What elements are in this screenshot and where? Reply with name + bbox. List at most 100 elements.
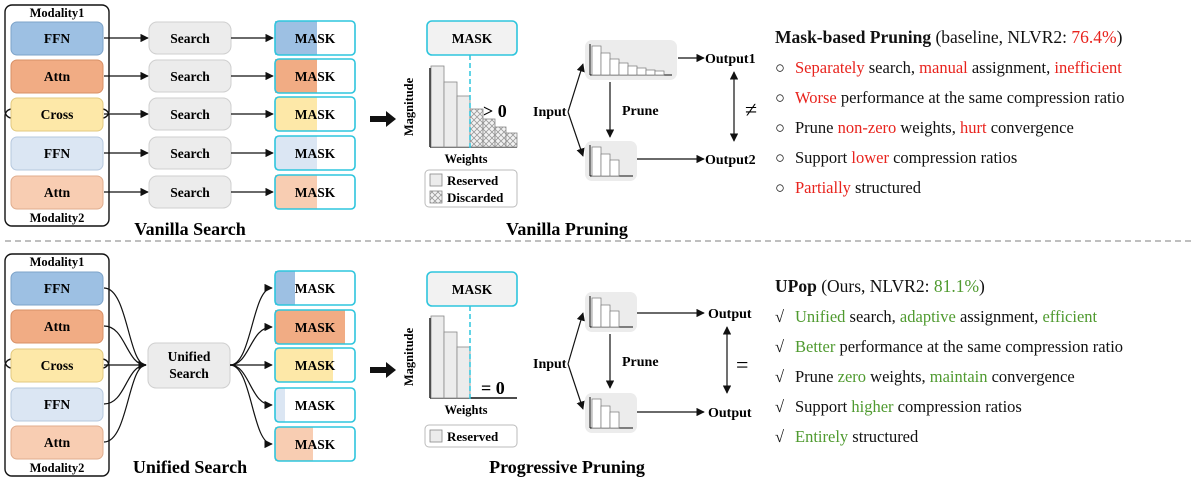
output2-chart [585, 393, 637, 433]
svg-text:Unified: Unified [168, 349, 211, 364]
magnitude-histogram [429, 55, 518, 150]
output1-chart [585, 292, 637, 332]
svg-text:MASK: MASK [295, 107, 336, 122]
panel-score: 76.4% [1071, 27, 1117, 47]
list-item-text: Support [795, 397, 852, 416]
list-item-text: lower [851, 148, 889, 167]
bullet-icon: √ [775, 397, 785, 416]
panel-score: 81.1% [933, 276, 980, 296]
unified-search-box: Unified Search [147, 342, 231, 389]
svg-text:Search: Search [170, 107, 210, 122]
panel-subtitle-pre: (baseline, NLVR2: [935, 27, 1072, 47]
panel-list-item: √Unified search, adaptive assignment, ef… [775, 302, 1195, 332]
svg-text:MASK: MASK [295, 320, 336, 335]
modality2-label: Modality2 [30, 461, 85, 475]
panel-title: Mask-based Pruning (baseline, NLVR2: 76.… [775, 25, 1195, 49]
section-title-progressive-pruning: Progressive Pruning [489, 457, 645, 477]
upop-panel: UPop (Ours, NLVR2: 81.1%) √ Unified searc… [775, 274, 1195, 452]
search-box: Search [148, 59, 232, 93]
list-item-text: search, [845, 307, 900, 326]
mask-box: MASK [274, 135, 356, 171]
list-item-text: Separately [795, 58, 865, 77]
input-label: Input [533, 105, 567, 120]
list-item-text: inefficient [1054, 58, 1122, 77]
panel-subtitle-pre: (Ours, NLVR2: [821, 276, 934, 296]
list-item-text: efficient [1042, 307, 1098, 326]
svg-text:Search: Search [170, 146, 210, 161]
module-attn: Attn [10, 425, 104, 460]
section-title-vanilla-pruning: Vanilla Pruning [506, 219, 628, 239]
histogram-legend: Reserved Discarded [424, 169, 518, 208]
svg-text:MASK: MASK [295, 358, 336, 373]
svg-text:MASK: MASK [295, 31, 336, 46]
output2-label: Output [708, 406, 752, 421]
list-item-text: Unified [795, 307, 846, 326]
svg-text:FFN: FFN [44, 146, 70, 161]
search-box: Search [148, 97, 232, 131]
bullet-icon: ○ [775, 88, 785, 107]
svg-text:Search: Search [170, 31, 210, 46]
module-ffn: FFN [10, 136, 104, 171]
output2-label: Output2 [705, 153, 756, 168]
not-equal-symbol: ≠ [745, 97, 757, 122]
bullet-icon: ○ [775, 118, 785, 137]
list-item-text: search, [864, 58, 920, 77]
unified-search-section: Modality1 Modality2 FFN Attn Cross FFN A… [4, 253, 356, 477]
module-attn: Attn [10, 309, 104, 344]
list-item-text: adaptive [899, 307, 956, 326]
svg-text:Attn: Attn [44, 69, 71, 84]
list-item-text: Prune [795, 367, 838, 386]
module-cross: Cross [10, 97, 104, 132]
prune-label: Prune [622, 104, 659, 119]
panel-list-item: ○Prune non-zero weights, hurt convergenc… [775, 113, 1195, 143]
output1-label: Output1 [705, 52, 756, 67]
list-item-text: Entirely [795, 427, 849, 446]
panel-list-item: √Prune zero weights, maintain convergenc… [775, 362, 1195, 392]
pruning-mask-box: MASK [426, 20, 518, 56]
svg-text:Cross: Cross [41, 358, 74, 373]
list-item-text: hurt [959, 118, 987, 137]
prune-label: Prune [622, 355, 659, 370]
module-attn: Attn [10, 59, 104, 94]
list-item-text: Better [795, 337, 836, 356]
svg-text:MASK: MASK [295, 281, 336, 296]
list-item-text: assignment, [967, 58, 1055, 77]
module-attn: Attn [10, 175, 104, 210]
magnitude-axis-label: Magnitude [402, 327, 416, 386]
mask-box: MASK [274, 309, 356, 345]
panel-list-item: ○Support lower compression ratios [775, 143, 1195, 173]
legend-discarded: Discarded [447, 190, 504, 205]
panel-subtitle-post: ) [1116, 27, 1123, 47]
panel-subtitle-post: ) [979, 276, 985, 296]
modality1-label: Modality1 [30, 6, 85, 20]
svg-text:MASK: MASK [452, 31, 493, 46]
search-box: Search [148, 136, 232, 170]
search-to-mask-arrows [231, 33, 274, 197]
list-item-text: zero [837, 367, 867, 386]
section-title-vanilla-search: Vanilla Search [134, 219, 246, 239]
svg-text:Attn: Attn [44, 185, 71, 200]
svg-text:FFN: FFN [44, 281, 70, 296]
svg-text:MASK: MASK [295, 146, 336, 161]
svg-text:MASK: MASK [452, 282, 493, 297]
vanilla-pruning-section: MASK Magnitude Weights > 0 Reserved Disc… [402, 20, 757, 239]
list-item-text: compression ratios [893, 397, 1022, 416]
svg-text:Attn: Attn [44, 319, 71, 334]
list-item-text: convergence [987, 367, 1075, 386]
svg-text:Search: Search [170, 69, 210, 84]
panel-title: UPop (Ours, NLVR2: 81.1%) [775, 274, 1195, 298]
threshold-label: > 0 [483, 101, 507, 121]
bullet-icon: √ [775, 307, 785, 326]
panel-list-item: ○Separately search, manual assignment, i… [775, 53, 1195, 83]
list-item-text: structured [850, 178, 922, 197]
svg-text:FFN: FFN [44, 397, 70, 412]
svg-text:MASK: MASK [295, 185, 336, 200]
list-item-text: Prune [795, 118, 838, 137]
output1-chart [585, 40, 677, 80]
converging-arrows [103, 287, 147, 443]
list-item-text: performance at the same compression rati… [835, 337, 1124, 356]
panel-title-main: Mask-based Pruning [775, 27, 932, 47]
pruning-mask-box: MASK [426, 271, 518, 307]
weights-axis-label: Weights [444, 152, 487, 166]
